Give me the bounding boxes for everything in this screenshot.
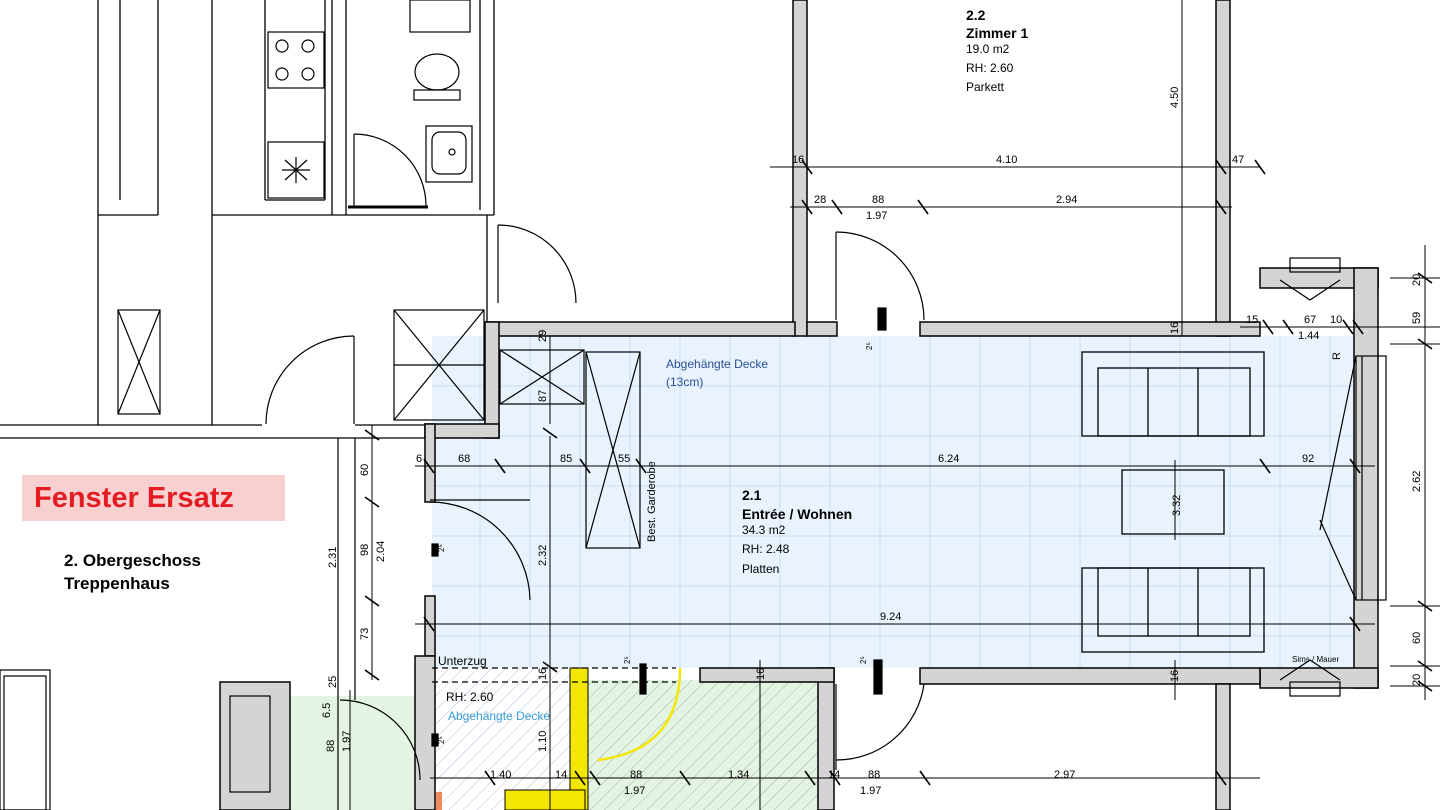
room-22-height: RH: 2.60 xyxy=(966,61,1014,75)
cabinets xyxy=(117,309,641,549)
dim-73: 73 xyxy=(359,628,371,640)
room-22-name: Zimmer 1 xyxy=(966,25,1028,41)
dim-1-10: 1.10 xyxy=(537,731,549,752)
dimension-lines xyxy=(349,0,1440,810)
dim-2-94: 2.94 xyxy=(1056,194,1077,206)
room-22-number: 2.2 xyxy=(966,7,986,23)
ceiling-note: Abgehängte Decke xyxy=(666,357,768,371)
room-21-floor: Platten xyxy=(742,562,779,576)
dim-28: 28 xyxy=(814,194,826,206)
dim-55: 55 xyxy=(618,453,630,465)
dim-88-d: 88 xyxy=(868,769,880,781)
dim-60-b: 60 xyxy=(1411,632,1423,644)
dim-60-a: 60 xyxy=(359,464,371,476)
dim-16-a: 16 xyxy=(792,154,804,166)
window-right xyxy=(1279,257,1387,697)
room-22-area: 19.0 m2 xyxy=(966,42,1010,56)
dim-4-10: 4.10 xyxy=(996,154,1017,166)
stairwell-line-1: 2. Obergeschoss xyxy=(64,551,202,570)
marker-2-5-c: 2⁵ xyxy=(859,656,868,664)
dim-2-97: 2.97 xyxy=(1054,769,1075,781)
dim-15: 15 xyxy=(1246,314,1258,326)
room-22-floor: Parkett xyxy=(966,80,1005,94)
dim-6-5: 6.5 xyxy=(321,703,333,718)
ceiling-hatch xyxy=(432,668,580,810)
upper-left-lines xyxy=(0,0,495,439)
dim-2-31: 2.31 xyxy=(327,547,339,568)
dim-1-44: 1.44 xyxy=(1298,330,1319,342)
dim-10: 10 xyxy=(1330,314,1342,326)
dim-2-62: 2.62 xyxy=(1411,471,1423,492)
dim-88-a: 88 xyxy=(872,194,884,206)
dim-1-97-d: 1.97 xyxy=(860,785,881,797)
dim-47: 47 xyxy=(1232,154,1244,166)
dim-6-24: 6.24 xyxy=(938,453,959,465)
dim-16-d: 16 xyxy=(755,668,767,680)
dim-9-24: 9.24 xyxy=(880,611,901,623)
dim-ticks xyxy=(364,159,1433,786)
bath-fill xyxy=(290,696,422,810)
dim-2-32: 2.32 xyxy=(537,545,549,566)
living-furniture xyxy=(1081,351,1265,653)
dim-16-c: 16 xyxy=(537,668,549,680)
yellow-marks xyxy=(436,667,682,810)
dim-6: 6 xyxy=(416,453,422,465)
dim-85: 85 xyxy=(560,453,572,465)
dim-59: 59 xyxy=(1411,312,1423,324)
door-swings xyxy=(265,224,925,781)
kitchen-hatch xyxy=(580,680,820,810)
stairwell-line-2: Treppenhaus xyxy=(64,574,170,593)
dim-25: 25 xyxy=(327,676,339,688)
dim-67: 67 xyxy=(1304,314,1316,326)
dim-88-c: 88 xyxy=(630,769,642,781)
marker-2-5-a: 2⁵ xyxy=(865,342,874,350)
dim-29: 29 xyxy=(537,330,549,342)
ceiling-note-2: Abgehängte Decke xyxy=(448,709,550,723)
dim-14-b: 14 xyxy=(828,769,840,781)
banner-text: Fenster Ersatz xyxy=(34,482,234,514)
step-symbols xyxy=(431,307,887,747)
dim-92: 92 xyxy=(1302,453,1314,465)
dim-88-b: 88 xyxy=(325,740,337,752)
window-replacement-banner: Fenster Ersatz xyxy=(22,475,285,521)
room-21-area: 34.3 m2 xyxy=(742,523,786,537)
dim-1-97-c: 1.97 xyxy=(624,785,645,797)
bathroom-fixtures xyxy=(348,0,473,209)
room-21-height: RH: 2.48 xyxy=(742,542,790,556)
dim-1-40: 1.40 xyxy=(490,769,511,781)
room-21-number: 2.1 xyxy=(742,487,762,503)
dim-4-50: 4.50 xyxy=(1169,87,1181,108)
height-low: RH: 2.60 xyxy=(446,690,494,704)
dim-20-b: 20 xyxy=(1411,674,1423,686)
beam-label: Unterzug xyxy=(438,654,487,668)
dim-1-97-a: 1.97 xyxy=(866,210,887,222)
ceiling-note-sub: (13cm) xyxy=(666,375,703,389)
dim-68: 68 xyxy=(458,453,470,465)
dim-16-b: 16 xyxy=(1169,322,1181,334)
dim-20-a: 20 xyxy=(1411,274,1423,286)
dim-1-97-b: 1.97 xyxy=(341,731,353,752)
dim-1-34: 1.34 xyxy=(728,769,749,781)
stairwell-label: 2. Obergeschoss Treppenhaus xyxy=(64,549,201,595)
marker-2-5-e: 2⁵ xyxy=(437,736,446,744)
wardrobe-label: Best. Garderobe xyxy=(646,461,658,542)
marker-2-5-d: 2⁵ xyxy=(623,656,632,664)
dim-87: 87 xyxy=(537,390,549,402)
dim-98: 98 xyxy=(359,544,371,556)
stove xyxy=(267,31,325,199)
sims-label: Sims / Mauer xyxy=(1292,655,1339,664)
room-21-name: Entrée / Wohnen xyxy=(742,506,852,522)
marker-2-5-b: 2⁵ xyxy=(437,544,446,552)
r-label: R xyxy=(1331,352,1343,360)
dim-14-a: 14 xyxy=(555,769,567,781)
dim-16-e: 16 xyxy=(1169,670,1181,682)
dim-3-32: 3.32 xyxy=(1171,495,1183,516)
lower-left-lines xyxy=(0,438,356,810)
dim-2-04: 2.04 xyxy=(375,541,387,562)
